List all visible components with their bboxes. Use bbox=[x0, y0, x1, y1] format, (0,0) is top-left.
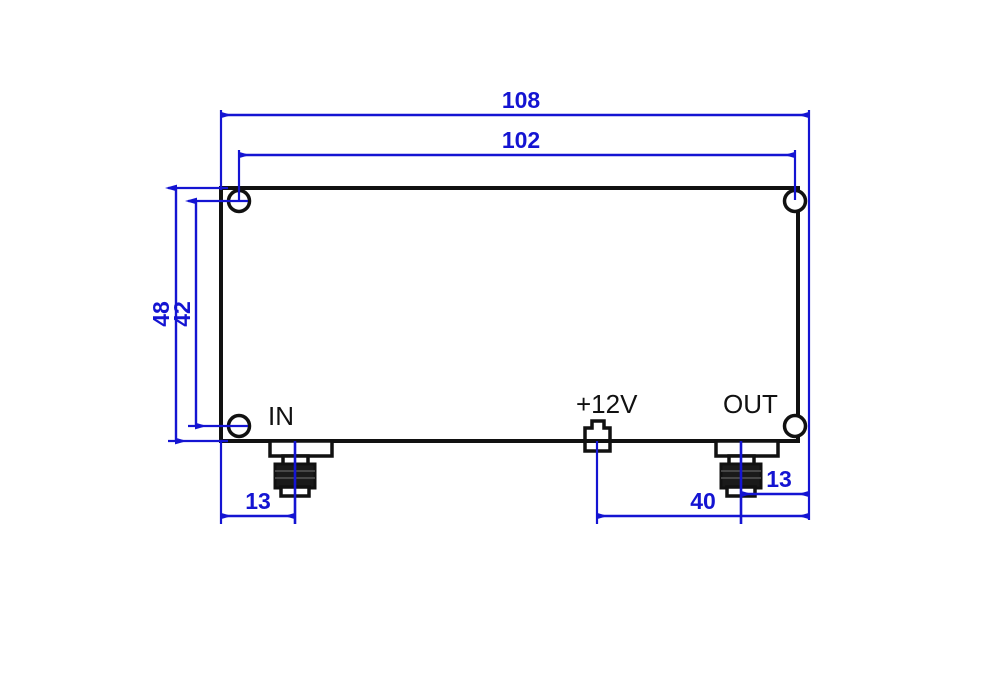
label-out: OUT bbox=[723, 389, 778, 419]
in-connector bbox=[268, 439, 334, 498]
dim-value-48: 48 bbox=[148, 301, 174, 327]
dimension-overall-height: 48 bbox=[148, 184, 228, 445]
dimension-hole-pitch-height: 42 bbox=[169, 197, 248, 430]
dimension-overall-width: 108 bbox=[219, 87, 811, 520]
dimension-hole-pitch-width: 102 bbox=[237, 127, 797, 200]
mounting-hole-bottom-right bbox=[782, 413, 808, 439]
dim-value-108: 108 bbox=[502, 87, 541, 113]
dim-value-13-left: 13 bbox=[245, 488, 271, 514]
label-power-12v: +12V bbox=[576, 389, 638, 419]
dimension-in-offset: 13 bbox=[219, 441, 297, 524]
board-outline bbox=[219, 186, 800, 443]
power-connector-body bbox=[583, 419, 612, 453]
out-connector-flange bbox=[714, 439, 780, 458]
dim-value-13-right: 13 bbox=[766, 466, 792, 492]
dim-value-42: 42 bbox=[169, 301, 195, 327]
dimension-power-to-out: 40 bbox=[595, 441, 810, 524]
part-labels-group: IN +12V OUT bbox=[268, 389, 778, 431]
dim-value-40: 40 bbox=[690, 488, 716, 514]
power-connector bbox=[583, 419, 612, 453]
dim-value-102: 102 bbox=[502, 127, 540, 153]
board-body-rect bbox=[219, 186, 800, 443]
dimension-out-offset: 13 bbox=[740, 466, 810, 498]
label-in: IN bbox=[268, 401, 294, 431]
in-connector-flange bbox=[268, 439, 334, 458]
